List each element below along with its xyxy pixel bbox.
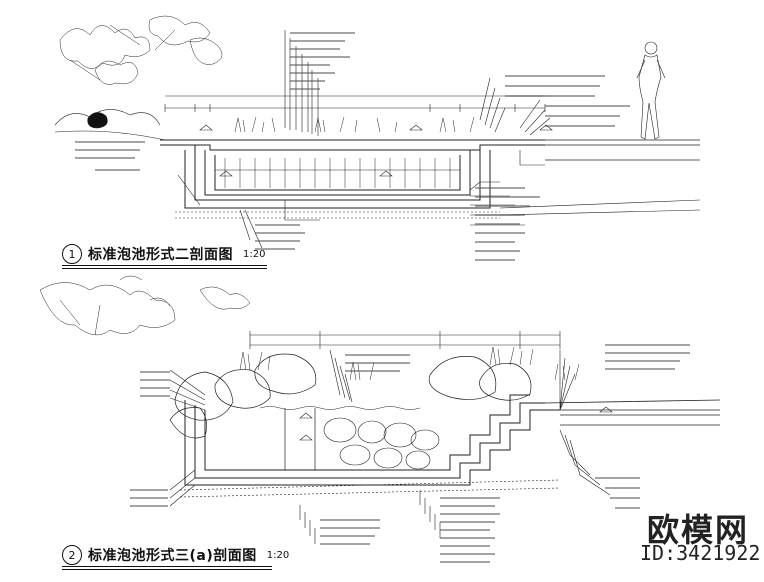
section-1-underline: [62, 265, 267, 266]
section-1-underline-thin: [62, 268, 267, 269]
section-1-scale: 1:20: [243, 248, 266, 260]
section-1-title-text: 标准泡池形式二剖面图: [88, 247, 233, 263]
watermark-brand: 欧模网: [647, 511, 750, 549]
human-figure: [636, 41, 666, 140]
section-2-title: 2 标准泡池形式三(a)剖面图 1:20: [62, 545, 289, 565]
watermark-id: ID:3421922: [640, 541, 761, 565]
section-2-title-text: 标准泡池形式三(a)剖面图: [88, 548, 257, 564]
section-2-number: 2: [62, 545, 82, 565]
shrub-left: [54, 109, 161, 129]
section-1-number: 1: [62, 244, 82, 264]
section-2-underline: [62, 566, 272, 567]
section-2-scale: 1:20: [266, 549, 290, 561]
section-2-underline-thin: [62, 569, 272, 570]
tree-foliage-top: [59, 15, 223, 85]
rocks-section2: [169, 353, 532, 439]
pool-section1: [184, 145, 491, 209]
plants-section1: [234, 116, 475, 133]
tree-foliage-section2: [39, 275, 251, 336]
pool-section2: [184, 394, 560, 486]
section-1-title: 1 标准泡池形式二剖面图 1:20: [62, 244, 265, 264]
